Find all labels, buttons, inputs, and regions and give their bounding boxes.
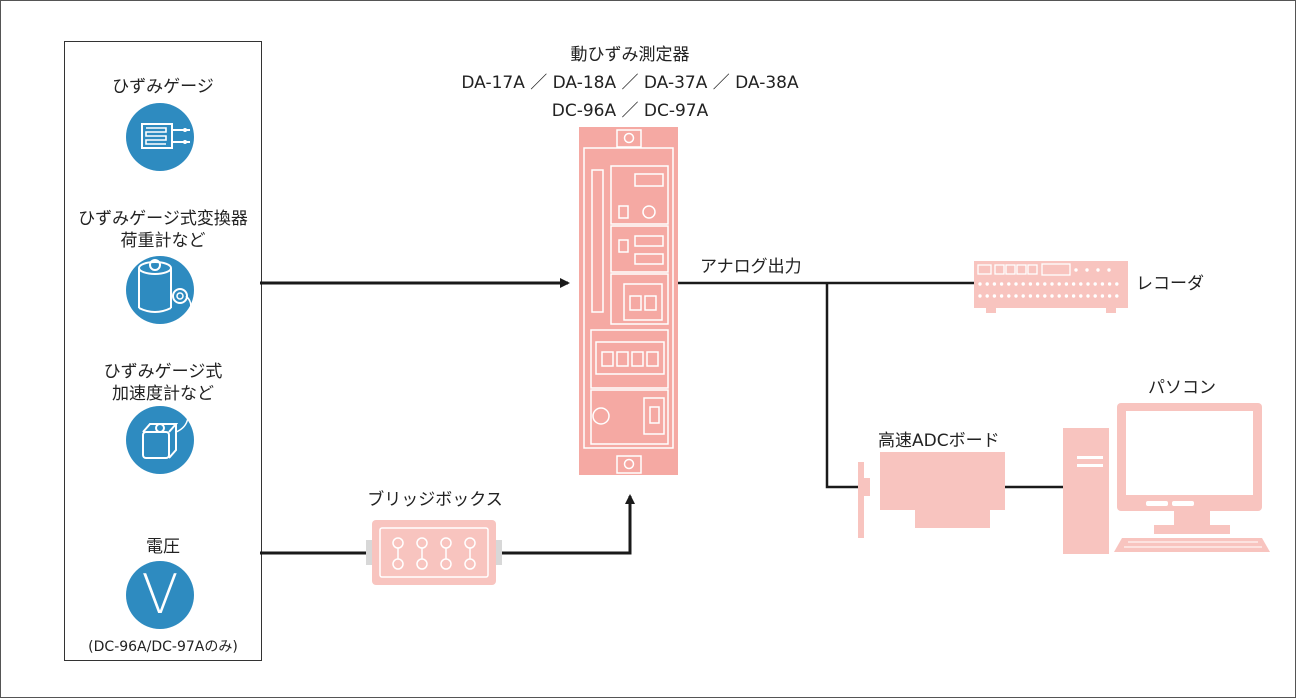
analog-output-label: アナログ出力 xyxy=(700,257,802,277)
amplifier-models-line2: DC-96A ／ DC-97A xyxy=(551,101,709,121)
recorder-terminal-dot xyxy=(1079,294,1083,298)
bridge-box-device xyxy=(366,520,502,585)
recorder-terminal-dot xyxy=(1093,282,1097,286)
recorder-terminal-dot xyxy=(1115,294,1119,298)
recorder-terminal-dot xyxy=(1100,282,1105,286)
voltage-note: (DC-96A/DC-97Aのみ) xyxy=(88,639,238,655)
recorder-terminal-dot xyxy=(1050,294,1054,298)
recorder-terminal-dot xyxy=(1021,282,1025,286)
strain-gauge-label: ひずみゲージ xyxy=(112,77,214,97)
recorder-label: レコーダ xyxy=(1136,274,1204,294)
bridge-to-amplifier-arrow xyxy=(500,494,635,555)
adc-board-device xyxy=(858,452,1005,538)
voltage-icon xyxy=(126,561,194,629)
amplifier-title: 動ひずみ測定器 xyxy=(570,45,690,65)
recorder-terminal-dot xyxy=(985,294,989,298)
recorder-terminal-dot xyxy=(1007,282,1011,286)
recorder-terminal-dot xyxy=(1064,294,1069,298)
recorder-terminal-dot xyxy=(1107,282,1112,286)
recorder-terminal-dot xyxy=(1028,282,1033,286)
pc-label: パソコン xyxy=(1148,378,1216,398)
transducer-label-line1: ひずみゲージ式変換器 xyxy=(78,209,248,229)
recorder-terminal-dot xyxy=(1115,282,1119,286)
connection-lines xyxy=(260,278,635,555)
voltage-symbol: V xyxy=(141,563,179,626)
recorder-terminal-dot xyxy=(1035,294,1040,298)
recorder-terminal-dot xyxy=(1035,282,1040,286)
recorder-terminal-dot xyxy=(992,282,997,286)
recorder-terminal-dot xyxy=(999,282,1004,286)
recorder-terminal-dot xyxy=(1086,282,1090,286)
recorder-terminal-dot xyxy=(1107,294,1112,298)
recorder-terminal-dot xyxy=(992,294,997,298)
recorder-terminal-dot xyxy=(1093,294,1097,298)
recorder-terminal-dot xyxy=(1043,282,1047,286)
recorder-terminal-dot xyxy=(1021,294,1025,298)
recorder-indicator-dot xyxy=(1085,268,1089,272)
recorder-indicator-dot xyxy=(1107,268,1111,272)
accelerometer-label-line2: 加速度計など xyxy=(112,384,214,404)
recorder-terminal-dot xyxy=(1014,282,1018,286)
recorder-terminal-dot xyxy=(1064,282,1069,286)
recorder-terminal-dot xyxy=(1057,282,1061,286)
recorder-terminal-dot xyxy=(1079,282,1083,286)
recorder-terminal-dot xyxy=(1071,294,1076,298)
recorder-terminal-dot xyxy=(1086,294,1090,298)
voltage-label: 電圧 xyxy=(146,537,180,557)
bridge-box-label: ブリッジボックス xyxy=(367,490,503,510)
analog-output-lines xyxy=(678,281,1063,489)
recorder-terminal-dot xyxy=(1050,282,1054,286)
recorder-terminal-dot xyxy=(978,282,982,286)
recorder-terminal-dot xyxy=(978,294,982,298)
recorder-terminal-dot xyxy=(1100,294,1105,298)
accelerometer-label-line1: ひずみゲージ式 xyxy=(103,362,223,382)
recorder-terminal-dot xyxy=(1057,294,1061,298)
recorder-terminal-dot xyxy=(1007,294,1011,298)
adc-board-label: 高速ADCボード xyxy=(878,431,1000,451)
recorder-terminal-dot xyxy=(985,282,989,286)
load-cell-icon xyxy=(126,256,194,324)
strain-amplifier-device xyxy=(579,127,678,475)
recorder-terminal-dot xyxy=(999,294,1004,298)
recorder-indicator-dot xyxy=(1096,268,1100,272)
recorder-terminal-dot xyxy=(1014,294,1018,298)
amplifier-models-line1: DA-17A ／ DA-18A ／ DA-37A ／ DA-38A xyxy=(461,73,799,93)
recorder-terminal-dot xyxy=(1028,294,1033,298)
transducer-label-line2: 荷重計など xyxy=(120,231,206,251)
accelerometer-icon xyxy=(126,406,194,474)
recorder-indicator-dot xyxy=(1074,268,1078,272)
recorder-terminal-dot xyxy=(1043,294,1047,298)
personal-computer-device xyxy=(1063,403,1270,554)
strain-gauge-icon xyxy=(126,103,194,171)
recorder-device xyxy=(974,261,1128,313)
recorder-terminal-dot xyxy=(1071,282,1076,286)
